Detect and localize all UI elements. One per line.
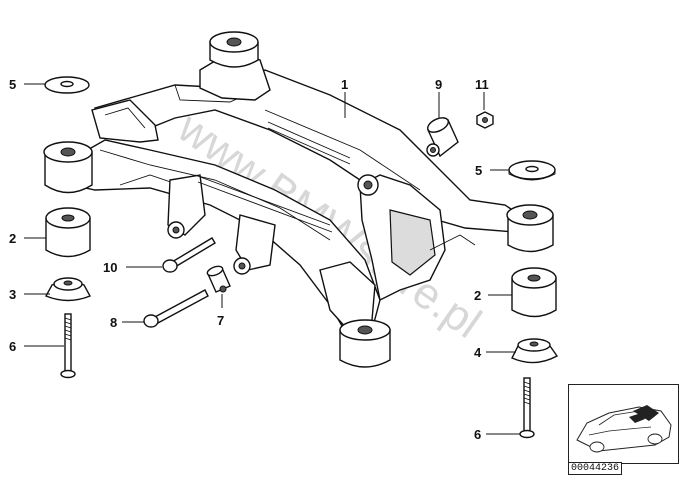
leader-lines <box>24 83 520 435</box>
callout-4: 4 <box>474 345 482 360</box>
callout-7: 7 <box>217 313 224 328</box>
mounted-bushing-left <box>43 141 93 194</box>
subframe-part-1 <box>69 51 521 341</box>
callout-3: 3 <box>9 287 16 302</box>
bushing-part-2-left <box>45 207 91 258</box>
bushing-part-2-right <box>511 267 557 318</box>
callout-8: 8 <box>110 315 117 330</box>
callout-9: 9 <box>435 77 442 92</box>
vehicle-reference-thumbnail <box>568 384 679 464</box>
bushing-part-9 <box>426 117 459 158</box>
stop-part-4 <box>511 338 559 364</box>
bolt-part-8 <box>143 289 209 328</box>
nut-part-11 <box>476 111 494 129</box>
callout-10: 10 <box>103 260 117 275</box>
car-outline-icon <box>576 405 672 453</box>
bolt-part-10 <box>162 237 216 273</box>
callout-1: 1 <box>341 77 348 92</box>
subframe-eye-mount <box>167 174 379 275</box>
callout-2-left: 2 <box>9 231 16 246</box>
washer-part-5-right <box>508 160 556 181</box>
mounted-bushing-top <box>209 31 259 68</box>
stop-part-3 <box>45 277 91 302</box>
bolt-part-6-right <box>519 377 535 439</box>
bushing-part-7 <box>206 265 231 293</box>
reference-code: 00044236 <box>568 462 623 475</box>
mounted-bushing-front <box>339 319 391 368</box>
callout-5-left: 5 <box>9 77 16 92</box>
callout-11: 11 <box>475 77 489 92</box>
callout-6-right: 6 <box>474 427 481 442</box>
washer-part-5-left <box>44 76 90 94</box>
mounted-bushing-right <box>506 204 554 253</box>
callout-5-right: 5 <box>475 163 482 178</box>
callout-2-right: 2 <box>474 288 481 303</box>
bolt-part-6-left <box>60 313 76 379</box>
callout-6-left: 6 <box>9 339 16 354</box>
